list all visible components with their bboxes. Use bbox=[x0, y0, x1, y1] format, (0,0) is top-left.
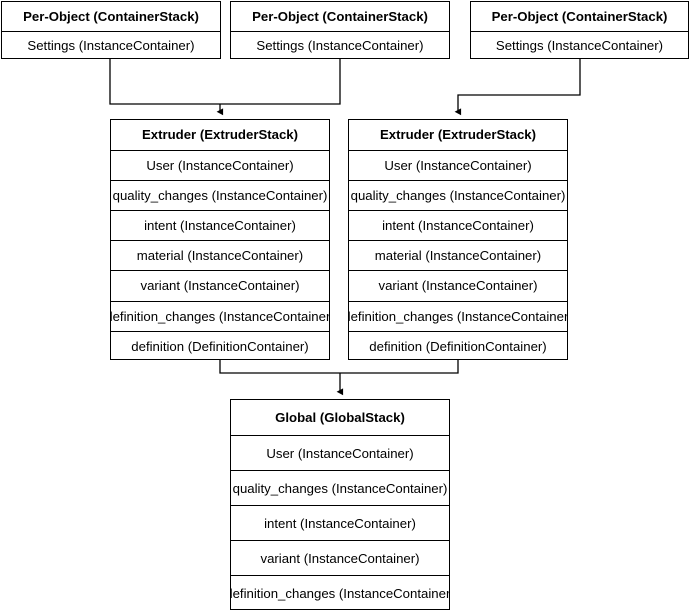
node-header: Per-Object (ContainerStack) bbox=[23, 8, 199, 24]
node-row-user: User (InstanceContainer) bbox=[349, 150, 567, 180]
node-row-definition-changes: definition_changes (InstanceContainer) bbox=[349, 300, 567, 331]
node-per-object-3[interactable]: Per-Object (ContainerStack) Settings (In… bbox=[470, 1, 689, 59]
node-row-settings: Settings (InstanceContainer) bbox=[471, 31, 688, 60]
node-global[interactable]: Global (GlobalStack) User (InstanceConta… bbox=[230, 399, 450, 611]
node-row-user: User (InstanceContainer) bbox=[231, 435, 449, 470]
node-row-variant: variant (InstanceContainer) bbox=[349, 270, 567, 300]
node-header: Per-Object (ContainerStack) bbox=[252, 8, 428, 24]
node-row-user: User (InstanceContainer) bbox=[111, 150, 329, 180]
node-extruder-2[interactable]: Extruder (ExtruderStack) User (InstanceC… bbox=[348, 119, 568, 360]
node-row-intent: intent (InstanceContainer) bbox=[111, 210, 329, 240]
edge-perobject3-to-extruder2 bbox=[454, 59, 581, 116]
node-row-quality-changes: quality_changes (InstanceContainer) bbox=[111, 180, 329, 210]
node-per-object-2[interactable]: Per-Object (ContainerStack) Settings (In… bbox=[230, 1, 450, 59]
edge-extruder1-to-global bbox=[219, 360, 340, 374]
node-row-variant: variant (InstanceContainer) bbox=[111, 270, 329, 300]
node-per-object-1[interactable]: Per-Object (ContainerStack) Settings (In… bbox=[1, 1, 221, 59]
node-row-material: material (InstanceContainer) bbox=[111, 240, 329, 270]
node-row-settings: Settings (InstanceContainer) bbox=[2, 31, 220, 60]
node-row-material: material (InstanceContainer) bbox=[349, 240, 567, 270]
node-row-intent: intent (InstanceContainer) bbox=[231, 505, 449, 540]
node-row-intent: intent (InstanceContainer) bbox=[349, 210, 567, 240]
node-row-settings: Settings (InstanceContainer) bbox=[231, 31, 449, 60]
node-header: Global (GlobalStack) bbox=[275, 409, 405, 425]
node-row-quality-changes: quality_changes (InstanceContainer) bbox=[349, 180, 567, 210]
node-row-definition: definition (DefinitionContainer) bbox=[349, 330, 567, 361]
node-row-definition: definition (DefinitionContainer) bbox=[111, 330, 329, 361]
node-header: Extruder (ExtruderStack) bbox=[379, 127, 537, 143]
node-extruder-1[interactable]: Extruder (ExtruderStack) User (InstanceC… bbox=[110, 119, 330, 360]
node-row-definition-changes: definition_changes (InstanceContainer) bbox=[111, 300, 329, 331]
node-header: Extruder (ExtruderStack) bbox=[141, 127, 299, 143]
edge-extruder2-to-global bbox=[336, 360, 459, 396]
edge-perobject2-to-extruder1 bbox=[216, 59, 341, 116]
edge-perobject1-to-extruder1 bbox=[109, 59, 220, 105]
node-row-definition-changes: definition_changes (InstanceContainer) bbox=[231, 575, 449, 610]
node-row-quality-changes: quality_changes (InstanceContainer) bbox=[231, 470, 449, 505]
node-header: Per-Object (ContainerStack) bbox=[491, 8, 668, 24]
node-row-variant: variant (InstanceContainer) bbox=[231, 540, 449, 575]
